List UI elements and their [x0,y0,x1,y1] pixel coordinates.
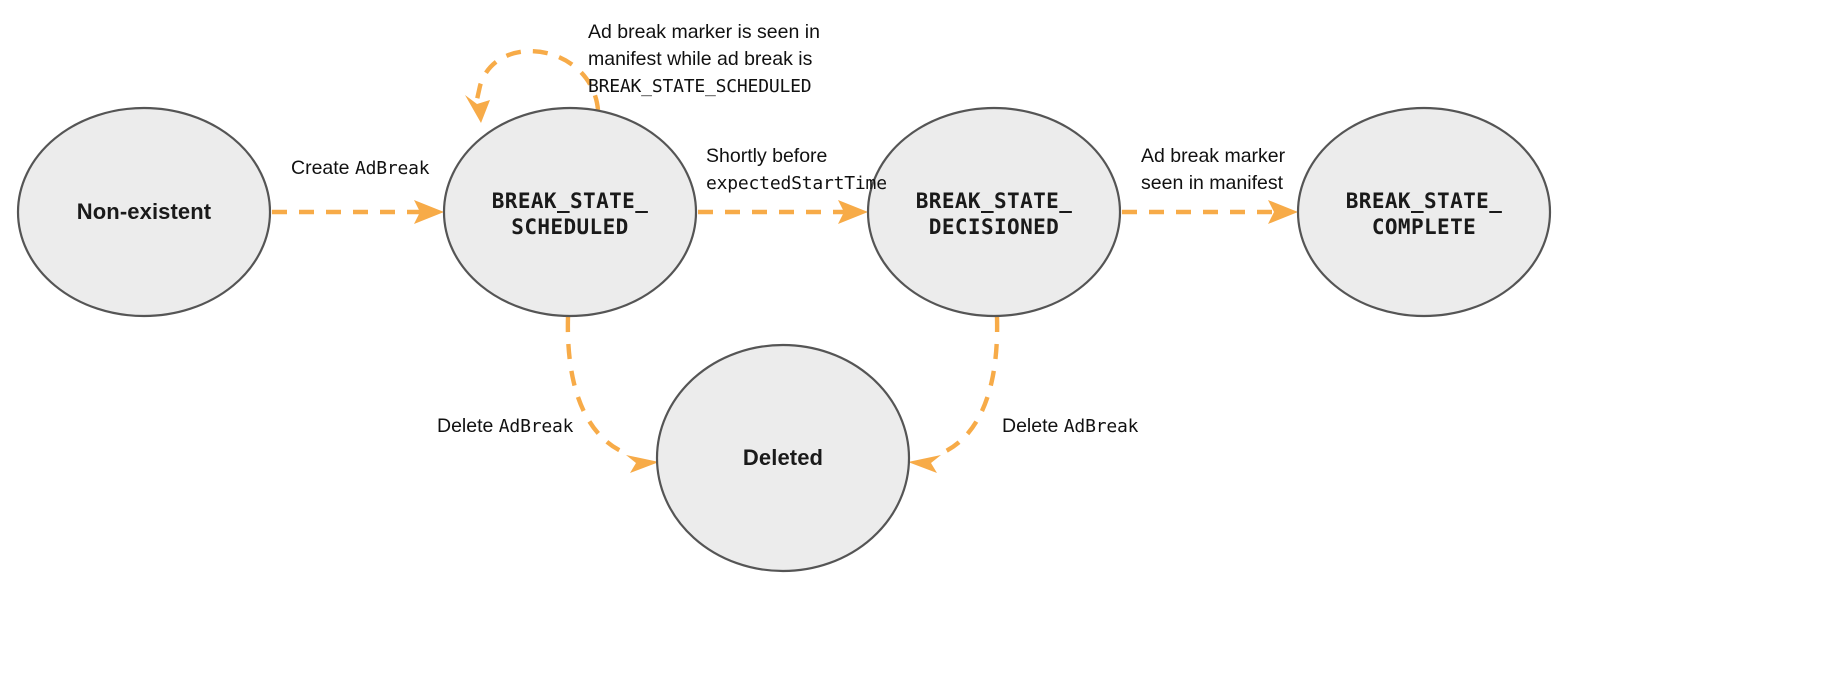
edge-self-loop-marker-seen-arrowhead [465,95,490,123]
node-break-state-scheduled[interactable]: BREAK_STATE_ SCHEDULED [442,106,698,318]
node-break-state-decisioned-label-line2: DECISIONED [929,215,1059,239]
node-break-state-decisioned-shape [866,106,1122,318]
edge-delete-adbreak-from-decisioned-line [936,316,1000,458]
edge-shortly-before-expected-start [698,200,868,224]
edge-marker-seen-in-manifest [1122,200,1298,224]
node-break-state-scheduled-shape [442,106,698,318]
node-break-state-decisioned[interactable]: BREAK_STATE_ DECISIONED [866,106,1122,318]
node-break-state-complete[interactable]: BREAK_STATE_ COMPLETE [1296,106,1552,318]
node-break-state-decisioned-label-line1: BREAK_STATE_ [916,189,1073,213]
edge-self-loop-marker-seen-line [473,49,601,111]
edge-shortly-before-expected-start-arrowhead [838,200,868,224]
node-break-state-scheduled-label-line1: BREAK_STATE_ [492,189,649,213]
node-deleted-shape [655,343,911,573]
node-deleted[interactable]: Deleted [655,343,911,573]
edge-label-marker-seen-in-manifest: Ad break marker seen in manifest [1141,145,1291,194]
edge-label-delete-adbreak-from-scheduled: Delete AdBreak [437,415,574,437]
edge-label-marker-seen-line1: seen in manifest [1141,172,1284,194]
node-deleted-label: Deleted [743,445,823,470]
edge-label-self-loop-line1: manifest while ad break is [588,48,813,70]
node-break-state-scheduled-label-line2: SCHEDULED [511,215,628,239]
node-non-existent[interactable]: Non-existent [16,106,272,318]
edge-label-shortly-before-line0: Shortly before [706,145,827,167]
edge-self-loop-marker-seen [465,49,601,123]
edge-marker-seen-in-manifest-arrowhead [1268,200,1298,224]
edge-label-delete-adbreak-from-decisioned: Delete AdBreak [1002,415,1139,437]
edge-label-create-adbreak-part1: AdBreak [355,158,430,179]
edge-delete-adbreak-from-scheduled-line [565,316,631,458]
node-break-state-complete-shape [1296,106,1552,318]
edge-label-delete-decisioned-part1: AdBreak [1064,416,1139,437]
edge-label-self-loop-line0: Ad break marker is seen in [588,21,820,43]
edge-delete-adbreak-from-decisioned [908,316,1000,473]
edge-label-shortly-before-line1: expectedStartTime [706,173,887,194]
edge-label-delete-scheduled-part1: AdBreak [499,416,574,437]
edge-label-self-loop-line2: BREAK_STATE_SCHEDULED [588,76,811,97]
edge-label-shortly-before-expected-start: Shortly before expectedStartTime [706,145,887,194]
edge-label-create-adbreak: Create AdBreak [291,157,430,179]
node-break-state-complete-label-line1: BREAK_STATE_ [1346,189,1503,213]
edge-delete-adbreak-from-scheduled [565,316,659,473]
edge-create-adbreak [272,200,444,224]
edge-label-delete-scheduled-part0: Delete [437,415,499,437]
edge-label-delete-decisioned-part0: Delete [1002,415,1064,437]
node-non-existent-label: Non-existent [77,199,212,224]
edge-label-self-loop-marker-seen: Ad break marker is seen in manifest whil… [588,21,825,97]
node-break-state-complete-label-line2: COMPLETE [1372,215,1476,239]
edge-delete-adbreak-from-decisioned-arrowhead [908,455,941,473]
edge-label-marker-seen-line0: Ad break marker [1141,145,1286,167]
node-non-existent-shape [16,106,272,318]
edge-label-create-adbreak-part0: Create [291,157,355,179]
edge-create-adbreak-arrowhead [414,200,444,224]
edge-delete-adbreak-from-scheduled-arrowhead [626,455,659,473]
